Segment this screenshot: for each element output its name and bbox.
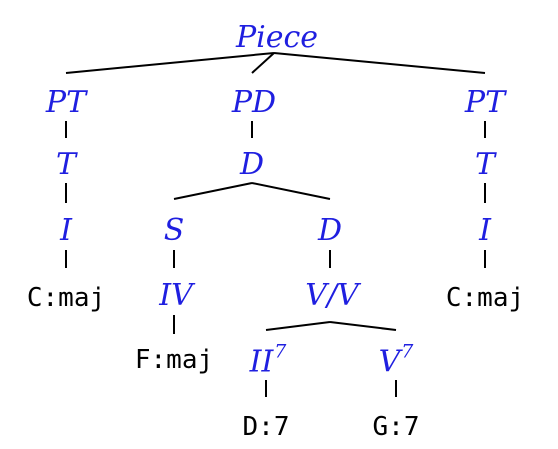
leaf-cmaj-left: C:maj <box>26 283 106 313</box>
edge-d-s <box>173 182 253 200</box>
node-d-inner: D <box>317 213 343 248</box>
node-pt-right: PT <box>464 85 506 120</box>
node-v7-sup: 7 <box>401 340 414 363</box>
edge-d-d-inner <box>251 182 331 200</box>
edge-vv-ii7 <box>265 321 331 331</box>
node-pd: PD <box>231 85 277 120</box>
node-pt-left: PT <box>45 85 87 120</box>
node-t-left: T <box>55 147 77 182</box>
node-v7: V7 <box>379 342 414 377</box>
node-ii7-sup: 7 <box>274 340 287 363</box>
edge-piece-pt-right <box>273 52 486 74</box>
node-i-right: I <box>479 213 491 248</box>
node-vv: V/V <box>305 278 359 313</box>
edge-piece-pt-left <box>65 52 275 74</box>
leaf-d7: D:7 <box>242 412 290 442</box>
leaf-fmaj: F:maj <box>134 345 214 375</box>
edge-piece-pd <box>251 52 275 74</box>
node-piece: Piece <box>235 20 319 55</box>
node-iv: IV <box>159 278 193 313</box>
node-s: S <box>163 213 185 248</box>
node-ii7: II7 <box>250 342 287 377</box>
node-ii7-base: II <box>249 344 274 380</box>
edge-vv-v7 <box>329 321 397 331</box>
node-t-right: T <box>474 147 496 182</box>
node-d-top: D <box>239 147 265 182</box>
node-v7-base: V <box>378 344 401 380</box>
leaf-cmaj-right: C:maj <box>445 283 525 313</box>
leaf-g7: G:7 <box>372 412 420 442</box>
node-i-left: I <box>60 213 72 248</box>
